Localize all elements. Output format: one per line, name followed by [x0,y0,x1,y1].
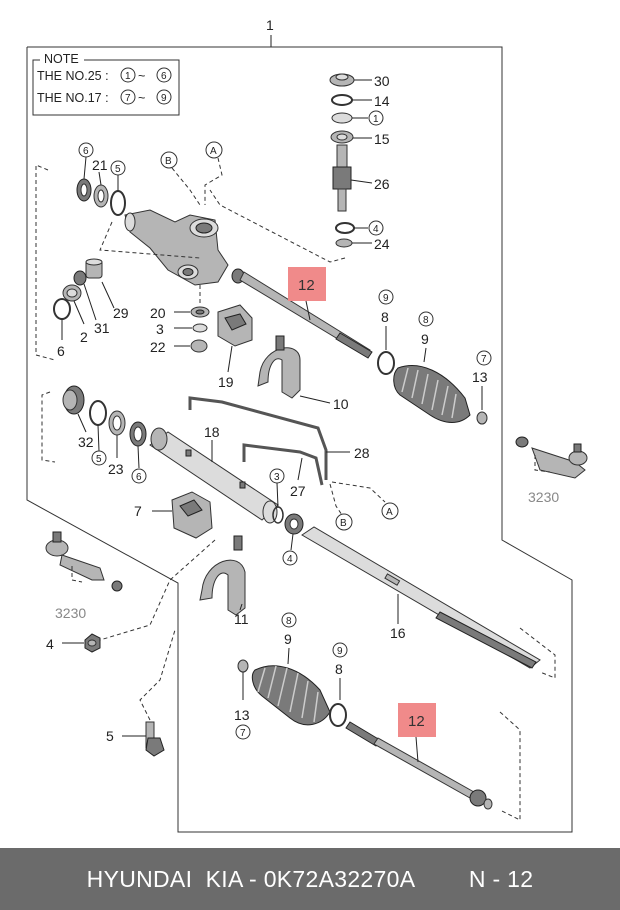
callout-5-left: 5 [96,454,102,465]
note-box: NOTE THE NO.25 : 1 ~ 6 THE NO.17 : 7 ~ 9 [32,52,180,116]
label-3230-right: 3230 [528,489,559,505]
label-22: 22 [150,339,166,355]
label-8-top: 8 [381,309,389,325]
callout-b-top: B [165,156,172,167]
label-32: 32 [78,434,94,450]
clip-9-bottom [329,703,347,727]
label-13-bottom: 13 [234,707,250,723]
callout-9-bottom: 9 [337,646,343,657]
cylinder-seal-set [62,385,147,447]
label-20: 20 [150,305,166,321]
label-24: 24 [374,236,390,252]
note-line1-from: 1 [125,71,131,82]
pinion-stack [329,73,355,248]
callout-8-top: 8 [423,315,429,326]
steering-gear-exploded-diagram: 1 NOTE THE NO.25 : 1 ~ 6 THE NO.17 : 7 ~… [26,17,588,833]
bellows-boot-top [393,365,471,423]
cylinder-tube-18 [149,427,279,524]
clip-13-top [476,411,488,425]
note-title: NOTE [44,52,79,66]
note-line1-sep: ~ [138,69,145,83]
highlight-12-top [288,267,326,301]
callout-8-bottom: 8 [286,616,292,627]
label-12-top: 12 [298,277,315,294]
callout-2-center: 4 [287,554,293,565]
label-12-bottom: 12 [408,713,425,730]
label-16: 16 [390,625,406,641]
assembly-number: 1 [266,17,274,33]
label-28: 28 [354,445,370,461]
callout-7-bottom: 7 [240,728,246,739]
callout-6: 6 [83,146,89,157]
mount-bushing-19 [217,304,253,347]
callout-4: 4 [373,224,379,235]
callout-3-center: 3 [274,472,280,483]
tie-rod-end-left [45,531,123,592]
note-line2-sep: ~ [138,91,145,105]
bellows-boot-bottom [251,665,331,726]
callout-7-top: 7 [481,354,487,365]
label-31: 31 [94,320,110,336]
note-line1-prefix: THE NO.25 : [37,69,109,83]
nut-4 [84,633,101,653]
note-line2-from: 7 [125,93,131,104]
assembly-frame [26,46,573,833]
label-5: 5 [106,728,114,744]
callout-9-top: 9 [383,293,389,304]
callout-a-top: A [210,146,217,157]
label-3230-left: 3230 [55,605,86,621]
fluid-pipes [188,396,328,486]
label-30: 30 [374,73,390,89]
label-9-bottom: 9 [284,631,292,647]
footer-part-number: HYUNDAI KIA - 0K72A32270A [86,865,416,892]
label-6: 6 [57,343,65,359]
mount-clamp-10 [257,335,301,399]
label-14: 14 [374,93,390,109]
label-9-top: 9 [421,331,429,347]
clip-9-top [377,351,395,375]
valve-plug-parts [190,306,210,353]
label-15: 15 [374,131,390,147]
label-10: 10 [333,396,349,412]
label-13-top: 13 [472,369,488,385]
note-line2-prefix: THE NO.17 : [37,91,109,105]
label-21: 21 [92,157,108,173]
label-3-top: 3 [156,321,164,337]
adjuster-parts [53,258,103,320]
note-line2-to: 9 [161,93,167,104]
callout-1: 1 [373,114,379,125]
callout-6-left: 6 [136,472,142,483]
highlight-12-bottom [398,703,436,737]
label-11: 11 [234,611,249,627]
label-8-bottom: 8 [335,661,343,677]
tie-rod-end-right [515,436,588,479]
inner-tie-rod-bottom [345,721,493,810]
label-2-top: 2 [80,329,88,345]
clip-13-bottom [237,659,249,673]
footer-bar: HYUNDAI KIA - 0K72A32270A N - 12 [0,848,620,910]
label-18: 18 [204,424,220,440]
label-29: 29 [113,305,129,321]
callout-b-bottom: B [340,518,347,529]
label-27: 27 [290,483,306,499]
left-seal-set [76,178,126,216]
rack-bar-16 [301,526,541,669]
bolt-5 [145,721,165,757]
callout-5: 5 [115,164,121,175]
gear-housing [124,209,229,286]
note-line1-to: 6 [161,71,167,82]
mount-bushing-7 [171,491,213,539]
label-4-bottom: 4 [46,636,54,652]
label-23: 23 [108,461,124,477]
label-26: 26 [374,176,390,192]
footer-page-number: N - 12 [468,865,534,892]
callout-a-bottom: A [386,507,393,518]
mount-clamp-11 [199,535,246,616]
label-19: 19 [218,374,234,390]
label-7: 7 [134,503,142,519]
inner-tie-rod-top [231,268,373,359]
